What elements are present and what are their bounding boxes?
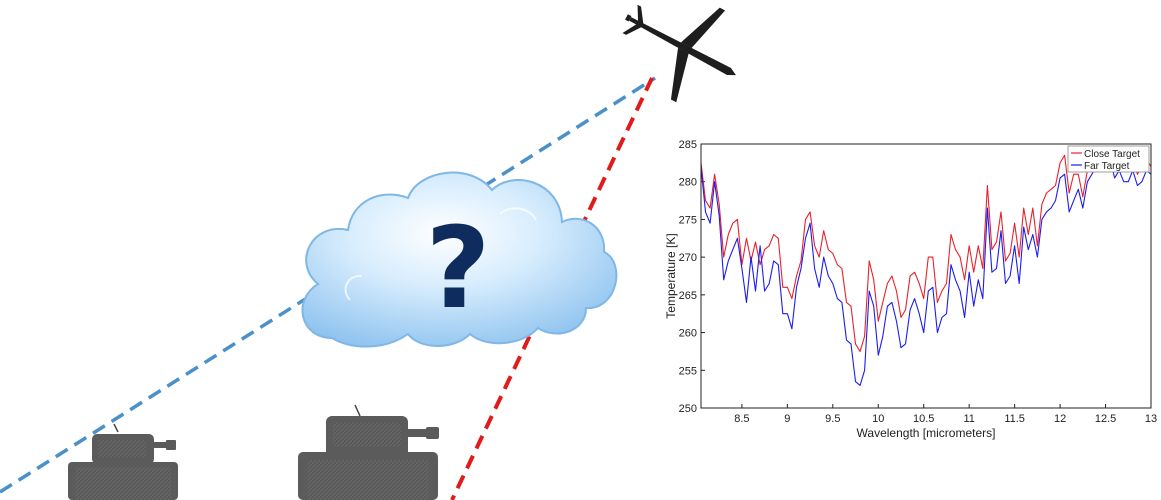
legend-label-far: Far Target — [1084, 161, 1130, 172]
y-tick-label: 250 — [679, 403, 697, 415]
x-tick-label: 13 — [1145, 413, 1157, 425]
series-line-close-target — [700, 150, 1152, 352]
chart-legend: Close Target Far Target — [1067, 145, 1150, 173]
x-tick-label: 9 — [784, 413, 790, 425]
tank-icon — [298, 404, 439, 500]
tank-icon — [68, 423, 178, 500]
plot-frame — [700, 143, 1152, 409]
x-axis-ticks: 8.5 9 9.5 10 10.5 11 11.5 12 12.5 13 — [734, 404, 1157, 425]
legend-label-close: Close Target — [1084, 149, 1140, 160]
y-tick-label: 270 — [679, 252, 697, 264]
y-tick-label: 255 — [679, 365, 697, 377]
temperature-chart: 8.5 9 9.5 10 10.5 11 11.5 12 12.5 13 250 255 260 265… — [664, 139, 1157, 440]
cloud-icon: ? — [301, 171, 618, 348]
x-tick-label: 11 — [963, 413, 974, 425]
y-axis-label: Temperature [K] — [664, 233, 678, 318]
x-axis-label: Wavelength [micrometers] — [857, 426, 996, 440]
y-axis-ticks: 250 255 260 265 270 275 280 285 — [679, 139, 705, 415]
x-tick-label: 12.5 — [1095, 413, 1116, 425]
chart-series — [700, 150, 1152, 386]
y-tick-label: 285 — [679, 139, 697, 151]
x-tick-label: 8.5 — [734, 413, 749, 425]
y-tick-label: 280 — [679, 177, 697, 189]
cloud-question-mark: ? — [426, 204, 491, 334]
y-tick-label: 265 — [679, 290, 697, 302]
x-tick-label: 9.5 — [825, 413, 840, 425]
x-tick-label: 10.5 — [913, 413, 934, 425]
x-tick-label: 12 — [1054, 413, 1066, 425]
y-tick-label: 260 — [679, 328, 697, 340]
x-tick-label: 10 — [872, 413, 884, 425]
y-tick-label: 275 — [679, 214, 697, 226]
series-line-far-target — [700, 158, 1152, 386]
drone-icon — [622, 4, 736, 103]
x-tick-label: 11.5 — [1004, 413, 1025, 425]
